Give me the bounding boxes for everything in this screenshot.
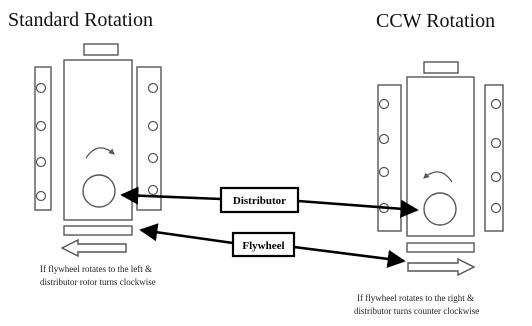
cylinder-holes-left [35, 82, 47, 202]
counter-clockwise-rotation-arrow [423, 171, 453, 183]
distributor-arrow-right [297, 199, 419, 218]
distributor-circle [82, 174, 116, 208]
right-direction-arrow [407, 257, 476, 277]
distributor-label: Distributor [233, 195, 286, 207]
caption-right-line2: distributor turns counter clockwise [354, 306, 479, 316]
distributor-circle [423, 192, 457, 226]
flywheel-arrow-left [139, 223, 234, 245]
title-ccw-rotation: CCW Rotation [376, 10, 495, 32]
top-tab [423, 61, 459, 74]
engine-ccw [377, 61, 504, 277]
flywheel-bar [406, 242, 475, 253]
caption-left-line1: If flywheel rotates to the left & [40, 264, 152, 274]
flywheel-bar [63, 225, 133, 236]
pointer-arrows [120, 186, 419, 268]
title-standard-rotation: Standard Rotation [8, 9, 153, 31]
top-tab [83, 43, 119, 56]
right-cylinder-bank [484, 84, 504, 232]
flywheel-label-box: Flywheel [231, 231, 296, 258]
clockwise-rotation-arrow [85, 147, 115, 159]
left-cylinder-bank [34, 66, 52, 211]
left-direction-arrow [60, 238, 127, 258]
flywheel-label: Flywheel [242, 240, 284, 252]
caption-left-line2: distributor rotor turns clockwise [40, 277, 156, 287]
cylinder-holes-right [490, 98, 502, 214]
engine-standard [34, 43, 162, 258]
flywheel-arrow-right [293, 245, 406, 268]
distributor-arrow-left [120, 186, 222, 205]
cylinder-holes-right [147, 82, 159, 196]
distributor-label-box: Distributor [219, 186, 300, 214]
left-cylinder-bank [377, 84, 402, 232]
caption-right-line1: If flywheel rotates to the right & [357, 293, 474, 303]
